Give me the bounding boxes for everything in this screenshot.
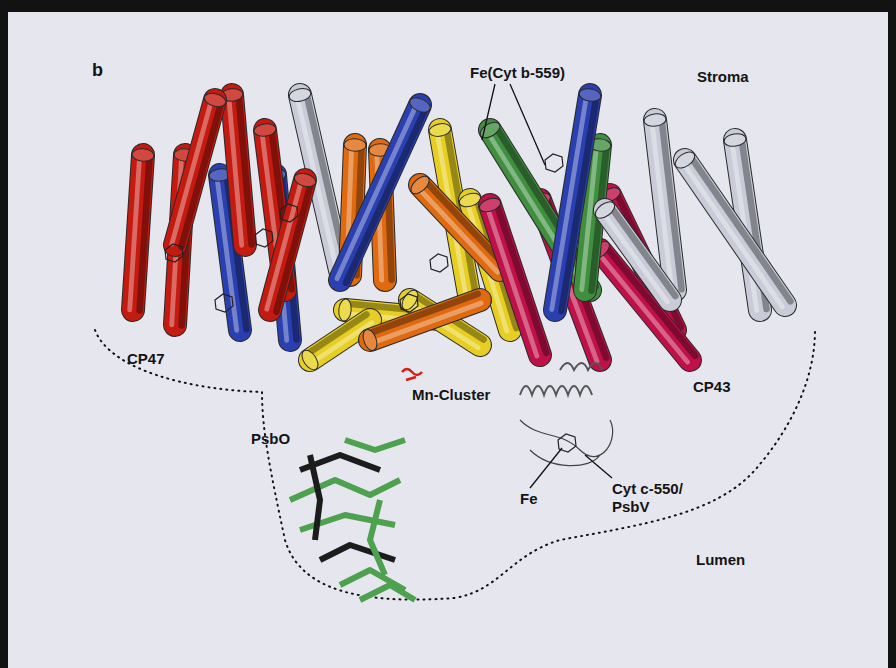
cofactor-ring	[215, 294, 233, 312]
helix-cylinder	[592, 199, 675, 302]
helix-end	[360, 328, 379, 353]
helix-cylinder	[672, 149, 790, 307]
helix-end	[408, 173, 432, 197]
leader-line	[530, 448, 562, 488]
cofactor-ring	[255, 229, 273, 247]
helix-cylinder	[130, 148, 155, 310]
helix-highlight	[130, 155, 140, 310]
helix-highlight	[267, 179, 302, 309]
cyt-c550-helix	[560, 363, 602, 370]
helix-shadow	[181, 102, 221, 247]
cofactor-ring	[545, 154, 563, 172]
panel-letter: b	[92, 60, 103, 82]
helix-end	[338, 298, 352, 321]
helix-outline	[490, 205, 540, 355]
helix-outline	[370, 300, 480, 340]
beta-strand	[310, 455, 320, 540]
leader-line	[482, 84, 495, 140]
background-panel	[8, 12, 888, 668]
cofactor-ring	[280, 204, 298, 222]
mn-cluster	[402, 369, 422, 380]
helix-end	[203, 91, 227, 109]
helix-shadow	[140, 155, 150, 310]
helix-end	[399, 287, 421, 312]
helix-end	[428, 122, 452, 138]
helix-cylinder	[360, 294, 481, 353]
helix-highlight	[602, 212, 667, 302]
helix-end	[288, 87, 312, 104]
helix-highlight	[172, 99, 212, 244]
helix-shadow	[368, 294, 478, 334]
cofactor-ring	[400, 294, 418, 312]
helix-highlight	[552, 94, 587, 309]
helix-body	[605, 210, 670, 300]
helix-end	[478, 196, 503, 215]
helix-end	[723, 132, 747, 147]
beta-strand	[320, 545, 395, 560]
beta-strand	[370, 500, 385, 575]
subunit-label: PsbO	[251, 430, 290, 448]
helix-end	[407, 95, 432, 115]
helix-body	[490, 205, 540, 355]
cofactor-label: Fe	[520, 490, 538, 508]
cofactor-ring	[165, 244, 183, 262]
helix-cylinder	[267, 171, 317, 312]
helix-shadow	[690, 156, 790, 301]
helix-end	[477, 119, 502, 141]
helix-outline	[605, 210, 670, 300]
helix-end	[578, 87, 602, 103]
helix-body	[340, 105, 420, 280]
helix-highlight	[229, 95, 242, 245]
cofactor-ring	[430, 254, 448, 272]
leader-line	[510, 84, 545, 165]
helix-end	[672, 149, 697, 172]
subunit-label: CP43	[693, 378, 731, 396]
helix-cylinder	[552, 87, 602, 311]
helix-body	[175, 100, 215, 245]
helix-end	[293, 171, 317, 189]
helix-cylinder	[172, 91, 227, 247]
complex-boundary	[95, 330, 815, 600]
helix-end	[299, 347, 321, 372]
cyt-c550-helix	[520, 386, 592, 395]
helix-body	[370, 300, 480, 340]
subunit-label: Cyt c-550/ PsbV	[612, 480, 704, 516]
helix-cylinder	[221, 88, 252, 245]
helix-body	[555, 95, 590, 310]
beta-strand	[345, 440, 405, 450]
helix-end	[344, 138, 366, 151]
helix-outline	[340, 105, 420, 280]
beta-strand	[360, 585, 415, 600]
helix-end	[592, 199, 617, 222]
region-label: Lumen	[696, 551, 745, 569]
cyt-c550-loop	[520, 420, 613, 466]
beta-strand	[290, 480, 400, 500]
helix-body	[270, 180, 305, 310]
helix-outline	[685, 160, 785, 305]
helix-end	[643, 113, 666, 128]
helix-cylinder	[337, 95, 433, 283]
helix-highlight	[371, 303, 481, 343]
cofactor-label: Mn-Cluster	[412, 386, 490, 404]
helix-highlight	[487, 206, 537, 356]
helix-end	[132, 148, 155, 162]
cofactor-label: Fe(Cyt b-559)	[470, 64, 565, 82]
helix-body	[685, 160, 785, 305]
helix-end	[253, 123, 276, 138]
region-label: Stroma	[697, 68, 749, 86]
helix-shadow	[662, 119, 682, 289]
helix-shadow	[610, 206, 675, 296]
leader-line	[585, 455, 612, 478]
helix-highlight	[682, 162, 782, 307]
helix-outline	[175, 100, 215, 245]
subunit-label: CP47	[127, 350, 165, 368]
helix-outline	[555, 95, 590, 310]
helix-outline	[270, 180, 305, 310]
helix-highlight	[337, 104, 417, 279]
